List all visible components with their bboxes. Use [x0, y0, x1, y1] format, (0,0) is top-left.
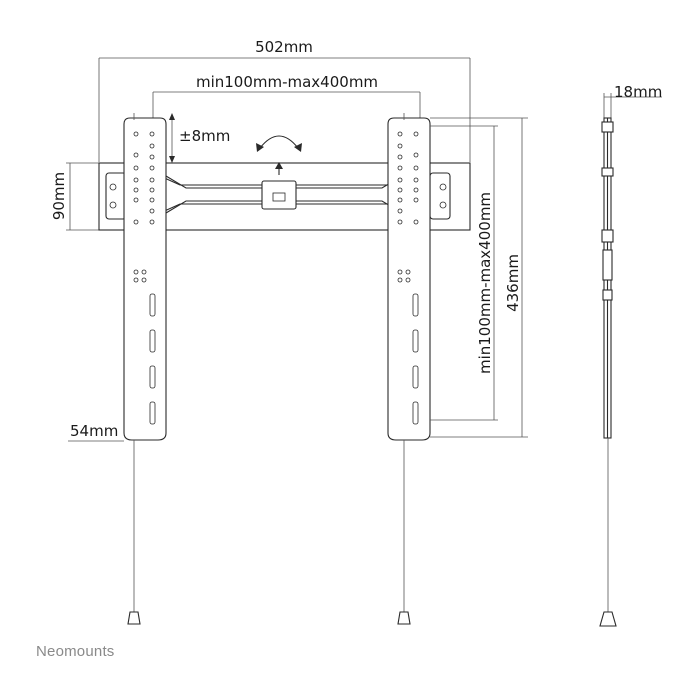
vesa-vertical-label: min100mm-max400mm — [476, 192, 494, 374]
rotate-arrow-icon — [256, 135, 302, 152]
plate-height-label: 90mm — [50, 172, 68, 220]
dimension-vesa-vertical: min100mm-max400mm — [430, 125, 498, 421]
up-small-arrow-icon — [169, 113, 175, 120]
total-width-label: 502mm — [255, 38, 313, 56]
dimension-total-height: 436mm — [430, 117, 528, 438]
total-height-label: 436mm — [504, 254, 522, 312]
right-vertical-bracket — [387, 113, 431, 625]
tilt-adjust-indicator: ±8mm — [169, 113, 230, 163]
dimension-vesa-horizontal: min100mm-max400mm — [152, 73, 421, 118]
depth-label: 18mm — [614, 83, 662, 101]
left-vertical-bracket — [123, 113, 167, 625]
side-view: 18mm — [599, 83, 662, 627]
down-small-arrow-icon — [169, 156, 175, 163]
dimension-bottom-offset: 54mm — [68, 422, 124, 442]
right-bracket-holes — [397, 131, 419, 425]
left-cord-end — [127, 611, 141, 625]
brand-logo-text: Neomounts — [36, 643, 115, 660]
vesa-horizontal-label: min100mm-max400mm — [196, 73, 378, 91]
up-arrow-icon — [275, 162, 283, 175]
bottom-offset-label: 54mm — [70, 422, 118, 440]
right-cord-end — [397, 611, 411, 625]
tilt-adjust-label: ±8mm — [179, 127, 230, 145]
left-bracket-holes — [133, 131, 156, 425]
side-cord-end — [599, 611, 617, 627]
dimension-total-width: 502mm — [98, 38, 471, 162]
